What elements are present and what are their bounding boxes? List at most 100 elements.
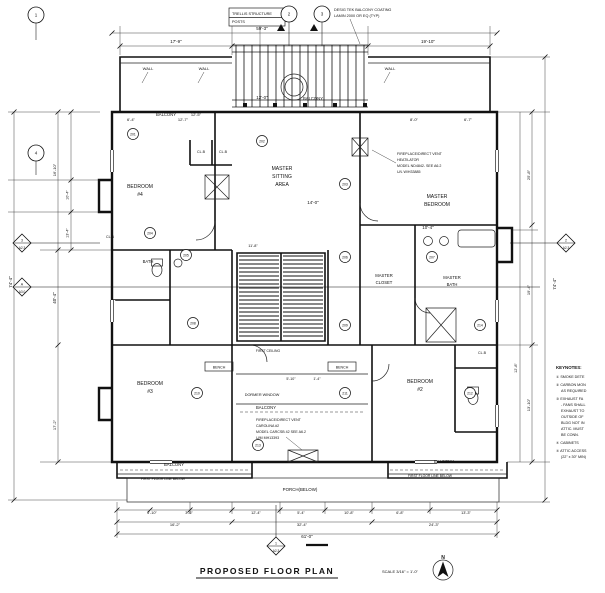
door-swings: [195, 202, 431, 382]
label-note-fp1-l4: U/L W/H33885: [397, 170, 420, 174]
grid-bubbles: 1 2 3 4: [27, 5, 331, 162]
label-room-mcloset-l2: CLOSET: [376, 280, 393, 285]
shower-symbol: [425, 307, 457, 343]
window-tag-210: 210: [191, 387, 203, 399]
label-note-fp1-l2: HEATILATOR: [397, 158, 419, 162]
label-label-wall-1: WALL: [143, 66, 155, 71]
revision-triangle-2: [310, 24, 318, 31]
label-label-cl-right: CL.B: [478, 351, 487, 355]
label-label-wall-3: WALL: [385, 66, 397, 71]
label-room-bedroom4-l2: #4: [137, 192, 143, 198]
label-dim-right-a: 25'-8": [526, 169, 531, 180]
label-room-sitting-l3: AREA: [275, 182, 289, 188]
label-dim-bot-b: 3'-6": [185, 511, 193, 515]
label-dim-bot-d: 5'-4": [297, 511, 305, 515]
grid-bubble-4: 4: [27, 144, 45, 162]
svg-text:214: 214: [477, 323, 483, 327]
title-block: PROPOSED FLOOR PLAN SCALE 3/16" = 1'-0" …: [196, 555, 454, 581]
label-dim-left-e: 13'-4": [66, 228, 70, 238]
window-tag-204: 204: [144, 227, 156, 239]
label-label-clb-2: CL.B: [219, 150, 228, 154]
dimension-lines: [8, 26, 550, 538]
label-note-fp2-l4: U/M MH13393: [256, 436, 279, 440]
label-room-balcony-mid: BALCONY: [256, 405, 276, 410]
label-room-porch: PORCH(BELOW): [283, 487, 318, 492]
label-dim-balcony-top: 12'-0": [256, 95, 268, 100]
section-cut-lines: [31, 22, 557, 547]
label-room-bedroom3-l1: BEDROOM: [137, 381, 163, 387]
label-label-wall-2: WALL: [199, 66, 211, 71]
svg-text:201: 201: [130, 132, 136, 136]
svg-text:A2.3: A2.3: [273, 549, 280, 553]
label-dim-bot-f: 6'-8": [396, 511, 404, 515]
label-room-master-l1: MASTER: [427, 194, 448, 200]
label-room-bath-left: BATH: [143, 259, 154, 264]
fireplace-symbol-2: [287, 449, 319, 463]
chase-symbol: [204, 174, 230, 200]
window-tag-213: 213: [252, 439, 264, 451]
north-label: N: [441, 555, 445, 561]
label-dim-bot-c: 12'-4": [251, 511, 261, 515]
label-note-trellis-1: TRELLIS STRUCTURE: [232, 12, 272, 16]
svg-text:1: 1: [35, 13, 38, 18]
svg-text:213: 213: [255, 443, 261, 447]
window-tag-201: 201: [127, 128, 139, 140]
label-dim-topleft-balcony: 12'-5": [191, 112, 202, 117]
svg-text:2: 2: [565, 239, 567, 243]
sink-symbol-2: [439, 236, 449, 246]
bench-outline-2: [327, 361, 357, 372]
label-keynote-3c: EXHAUST TO: [561, 409, 584, 413]
label-label-bench-2: BENCH: [336, 366, 349, 370]
svg-text:208: 208: [190, 321, 196, 325]
label-dim-row2-c: 8'-0": [410, 117, 419, 122]
balcony-porch-linework: [116, 56, 508, 503]
svg-text:209: 209: [342, 323, 348, 327]
label-note-fp1-l3: MODEL ND4842- SEE A6.2: [397, 164, 441, 168]
svg-text:A3.0: A3.0: [19, 290, 26, 294]
grid-bubble-1: 1: [27, 6, 45, 24]
label-room-mbath-l1: MASTER: [443, 275, 460, 280]
toilet-symbol: [151, 263, 163, 277]
label-room-balcony-top: BALCONY: [303, 96, 323, 101]
scale-note: SCALE 3/16" = 1'-0": [382, 569, 419, 574]
svg-text:203: 203: [342, 182, 348, 186]
window-tag-212: 212: [464, 387, 476, 399]
label-room-mcloset-l1: MASTER: [375, 273, 392, 278]
label-note-coating-1: DESIG TEK BALCONY COATING: [334, 8, 391, 12]
label-note-fp1-l1: FIREPLACE/DIRECT VENT: [397, 152, 443, 156]
label-dim-left-a: 16'-10": [52, 163, 57, 176]
svg-text:3: 3: [321, 12, 324, 17]
label-dim-bot-a: 5'-10": [147, 511, 157, 515]
revision-triangle-1: [277, 24, 285, 31]
grid-bubble-3: 3: [313, 5, 331, 23]
label-keynote-3: ③ EXHAUST FA: [556, 397, 584, 401]
svg-text:211: 211: [342, 391, 348, 395]
label-dim-dormer-a: 5'-10": [286, 377, 296, 381]
trellis-structure: [232, 44, 368, 108]
label-room-balcony-br: BALCONY: [434, 459, 454, 464]
label-dim-top-left: 17'-9": [170, 39, 182, 44]
hot-tub-symbol: [280, 73, 308, 101]
label-dim-row2-b: 12'-7": [178, 117, 189, 122]
label-keynote-2b: AS REQUIRED: [561, 389, 587, 393]
label-note-fp2-l1: FIREPLACE/DIRECT VENT: [256, 418, 302, 422]
label-keynote-1: ① SMOKE DETE: [556, 375, 585, 379]
svg-text:A2.3: A2.3: [19, 246, 26, 250]
north-arrow: N: [432, 555, 454, 581]
window-tag-203: 203: [339, 178, 351, 190]
label-note-trellis-2: POSTS: [232, 20, 245, 24]
label-room-bedroom2-l2: #2: [417, 387, 423, 393]
label-dim-top-overall: 59'-3": [256, 26, 268, 31]
label-dim-left-b: 40'-4": [52, 292, 57, 304]
label-dim-dormer-b: 1'-4": [313, 377, 321, 381]
label-keynote-5: ⑤ ATTIC ACCESS: [556, 449, 587, 453]
window-tag-206: 206: [339, 251, 351, 263]
bathtub-symbol: [457, 229, 496, 248]
grid-bubble-2: 2: [280, 5, 298, 23]
label-room-sitting-l2: SITTING: [272, 174, 292, 180]
svg-text:202: 202: [259, 139, 265, 143]
